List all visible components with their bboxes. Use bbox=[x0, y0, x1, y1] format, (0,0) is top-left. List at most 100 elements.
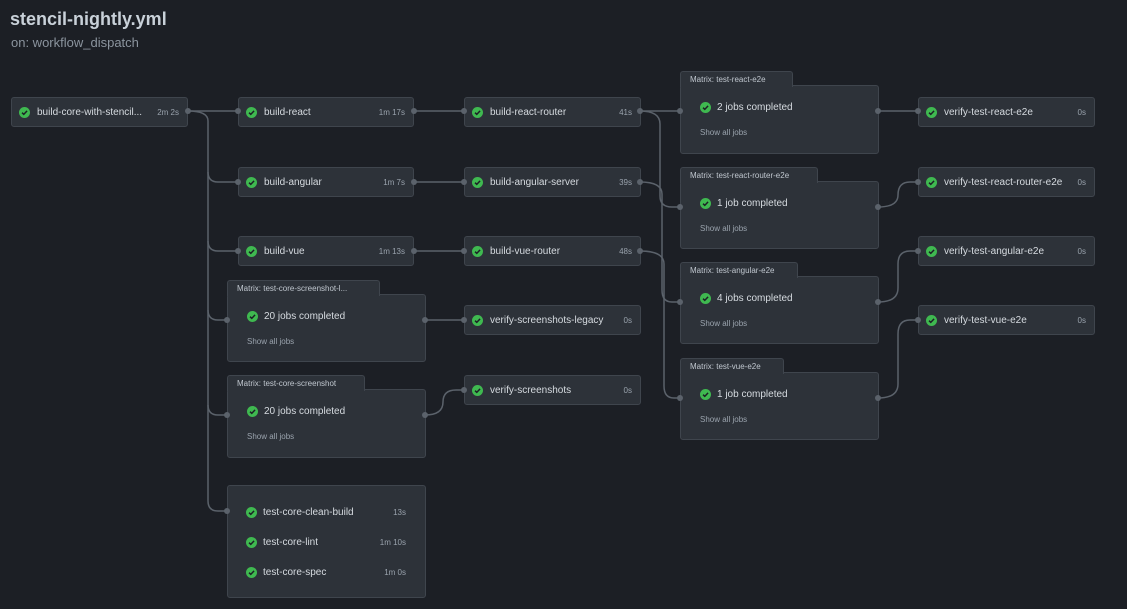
matrix-status-row: 1 job completed bbox=[700, 198, 788, 209]
job-test-core-clean-build[interactable]: test-core-clean-build bbox=[246, 505, 354, 519]
job-build-react[interactable]: build-react 1m 17s bbox=[238, 97, 414, 127]
job-name: verify-test-react-router-e2e bbox=[944, 176, 1063, 188]
job-name: verify-screenshots bbox=[490, 384, 572, 396]
connector-dot bbox=[224, 317, 230, 323]
job-name: verify-test-vue-e2e bbox=[944, 314, 1027, 326]
job-name: build-core-with-stencil... bbox=[37, 106, 143, 118]
job-duration: 41s bbox=[619, 107, 632, 117]
connector-dot bbox=[461, 179, 467, 185]
matrix-test-angular-e2e[interactable]: Matrix: test-angular-e2e 4 jobs complete… bbox=[680, 262, 879, 344]
job-name: verify-test-react-e2e bbox=[944, 106, 1033, 118]
matrix-test-react-e2e[interactable]: Matrix: test-react-e2e 2 jobs completed … bbox=[680, 71, 879, 154]
check-circle-icon bbox=[246, 106, 257, 118]
job-test-core-spec[interactable]: test-core-spec bbox=[246, 565, 326, 579]
connector-dot bbox=[915, 317, 921, 323]
show-all-jobs-link[interactable]: Show all jobs bbox=[700, 128, 748, 137]
job-duration: 0s bbox=[1077, 177, 1086, 187]
job-verify-test-angular-e2e[interactable]: verify-test-angular-e2e 0s bbox=[918, 236, 1095, 266]
check-circle-icon bbox=[246, 536, 257, 548]
matrix-label: Matrix: test-angular-e2e bbox=[680, 262, 798, 278]
job-build-vue[interactable]: build-vue 1m 13s bbox=[238, 236, 414, 266]
matrix-test-react-router-e2e[interactable]: Matrix: test-react-router-e2e 1 job comp… bbox=[680, 167, 879, 249]
check-circle-icon bbox=[19, 106, 30, 118]
workflow-title: stencil-nightly.yml bbox=[10, 9, 167, 29]
job-name: build-angular-server bbox=[490, 176, 579, 188]
matrix-test-core-screenshot[interactable]: Matrix: test-core-screenshot 20 jobs com… bbox=[227, 375, 426, 458]
check-circle-icon bbox=[926, 245, 937, 257]
check-circle-icon bbox=[926, 314, 937, 326]
show-all-jobs-link[interactable]: Show all jobs bbox=[700, 224, 748, 233]
connector-dot bbox=[461, 108, 467, 114]
job-build-react-router[interactable]: build-react-router 41s bbox=[464, 97, 641, 127]
job-name: build-react bbox=[264, 106, 311, 118]
matrix-label: Matrix: test-core-screenshot bbox=[227, 375, 365, 391]
check-circle-icon bbox=[926, 106, 937, 118]
connector-dot bbox=[422, 412, 428, 418]
show-all-jobs-link[interactable]: Show all jobs bbox=[700, 319, 748, 328]
connector-dot bbox=[637, 248, 643, 254]
matrix-label: Matrix: test-vue-e2e bbox=[680, 358, 784, 374]
connector-dot bbox=[235, 179, 241, 185]
job-verify-test-vue-e2e[interactable]: verify-test-vue-e2e 0s bbox=[918, 305, 1095, 335]
job-build-angular[interactable]: build-angular 1m 7s bbox=[238, 167, 414, 197]
job-verify-test-react-router-e2e[interactable]: verify-test-react-router-e2e 0s bbox=[918, 167, 1095, 197]
connector-dot bbox=[185, 108, 191, 114]
show-all-jobs-link[interactable]: Show all jobs bbox=[247, 432, 295, 441]
matrix-test-vue-e2e[interactable]: Matrix: test-vue-e2e 1 job completed Sho… bbox=[680, 358, 879, 440]
workflow-trigger: on: workflow_dispatch bbox=[11, 35, 139, 50]
matrix-status-row: 20 jobs completed bbox=[247, 311, 345, 322]
matrix-label: Matrix: test-core-screenshot-l... bbox=[227, 280, 380, 296]
matrix-test-core-screenshot-legacy[interactable]: Matrix: test-core-screenshot-l... 20 job… bbox=[227, 280, 426, 362]
check-circle-icon bbox=[700, 389, 711, 400]
check-circle-icon bbox=[246, 566, 257, 578]
show-all-jobs-link[interactable]: Show all jobs bbox=[700, 415, 748, 424]
connector-dot bbox=[875, 108, 881, 114]
matrix-label: Matrix: test-react-e2e bbox=[680, 71, 793, 87]
connector-dot bbox=[422, 317, 428, 323]
matrix-status: 4 jobs completed bbox=[717, 293, 793, 304]
connector-dot bbox=[915, 108, 921, 114]
connector-dot bbox=[461, 317, 467, 323]
job-name: build-react-router bbox=[490, 106, 567, 118]
check-circle-icon bbox=[700, 293, 711, 304]
job-name: verify-screenshots-legacy bbox=[490, 314, 604, 326]
check-circle-icon bbox=[926, 176, 937, 188]
connector-dot bbox=[915, 248, 921, 254]
job-verify-screenshots-legacy[interactable]: verify-screenshots-legacy 0s bbox=[464, 305, 641, 335]
job-duration: 2m 2s bbox=[157, 107, 179, 117]
job-duration: 48s bbox=[619, 246, 632, 256]
check-circle-icon bbox=[472, 176, 483, 188]
connector-dot bbox=[637, 179, 643, 185]
job-build-core-with-stencil[interactable]: build-core-with-stencil... 2m 2s bbox=[11, 97, 188, 127]
connector-dot bbox=[875, 204, 881, 210]
connector-dot bbox=[461, 248, 467, 254]
matrix-status: 1 job completed bbox=[717, 198, 788, 209]
job-duration: 39s bbox=[619, 177, 632, 187]
job-name: build-vue-router bbox=[490, 245, 561, 257]
show-all-jobs-link[interactable]: Show all jobs bbox=[247, 337, 295, 346]
connector-dot bbox=[677, 108, 683, 114]
matrix-status-row: 4 jobs completed bbox=[700, 293, 793, 304]
job-group-test-core: test-core-clean-build 13s test-core-lint… bbox=[227, 485, 426, 598]
check-circle-icon bbox=[472, 314, 483, 326]
job-duration: 1m 10s bbox=[379, 538, 406, 547]
connector-dot bbox=[224, 508, 230, 514]
job-verify-screenshots[interactable]: verify-screenshots 0s bbox=[464, 375, 641, 405]
check-circle-icon bbox=[472, 106, 483, 118]
job-duration: 13s bbox=[393, 508, 406, 517]
job-build-vue-router[interactable]: build-vue-router 48s bbox=[464, 236, 641, 266]
matrix-status-row: 1 job completed bbox=[700, 389, 788, 400]
matrix-label: Matrix: test-react-router-e2e bbox=[680, 167, 818, 183]
matrix-status-row: 2 jobs completed bbox=[700, 102, 793, 113]
job-build-angular-server[interactable]: build-angular-server 39s bbox=[464, 167, 641, 197]
matrix-status-row: 20 jobs completed bbox=[247, 406, 345, 417]
job-duration: 0s bbox=[623, 315, 632, 325]
job-verify-test-react-e2e[interactable]: verify-test-react-e2e 0s bbox=[918, 97, 1095, 127]
job-test-core-lint[interactable]: test-core-lint bbox=[246, 535, 318, 549]
check-circle-icon bbox=[246, 506, 257, 518]
check-circle-icon bbox=[246, 176, 257, 188]
matrix-status: 2 jobs completed bbox=[717, 102, 793, 113]
job-duration: 0s bbox=[1077, 315, 1086, 325]
matrix-status: 20 jobs completed bbox=[264, 311, 346, 322]
